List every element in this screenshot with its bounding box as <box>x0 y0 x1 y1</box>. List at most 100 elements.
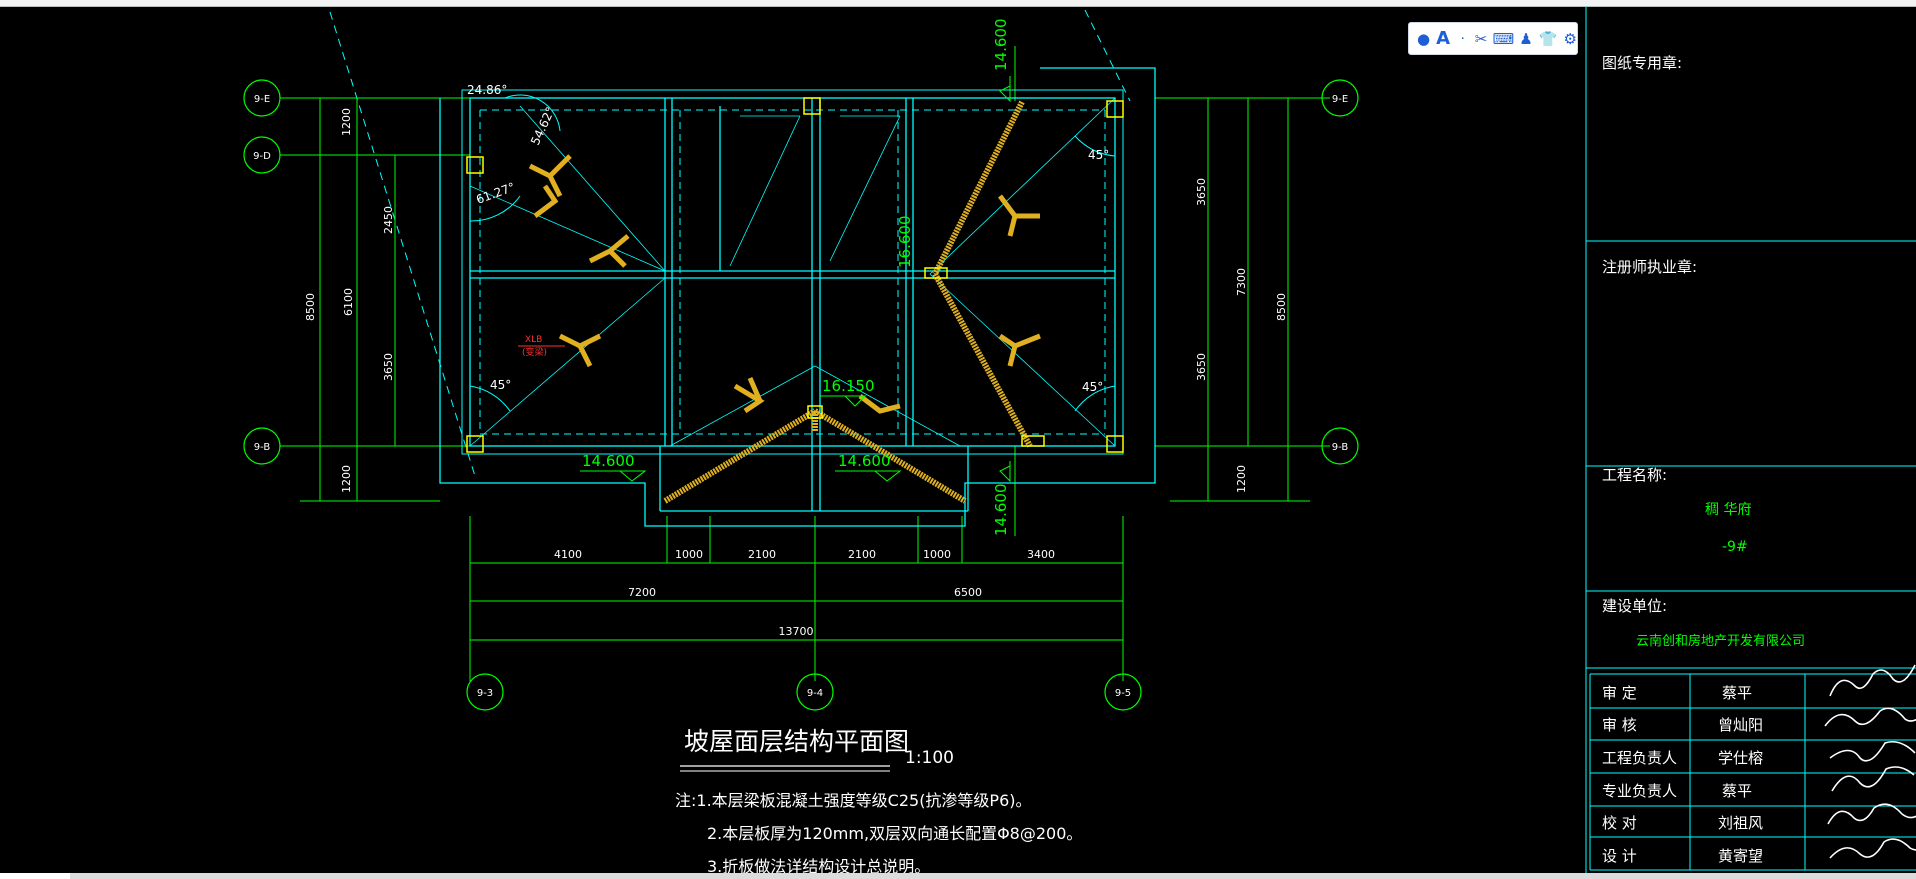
drawing-title-block: 坡屋面层结构平面图 1:100 注:1.本层梁板混凝土强度等级C25(抗渗等级P… <box>675 727 1082 873</box>
project-name-value: 稠 华府 <box>1705 502 1751 518</box>
signoff-name: 学仕榕 <box>1718 749 1763 767</box>
dim-bottom-total: 13700 <box>779 625 814 638</box>
client-value: 云南创和房地产开发有限公司 <box>1636 633 1805 649</box>
grid-label: 9-E <box>1332 94 1348 105</box>
floating-toolbar[interactable]: ● A ᐧ ✂ ⌨ ♟ 👕 ⚙ <box>1408 22 1578 55</box>
status-strip-tab <box>0 873 70 879</box>
settings-icon[interactable]: ⚙ <box>1563 29 1577 48</box>
signoff-role: 校 对 <box>1602 814 1637 832</box>
cad-drawing-canvas[interactable]: 24.86° 54.62° 61.27° 45° 45° 45° 14.600 … <box>0 6 1916 873</box>
dim-left: 3650 <box>382 353 395 381</box>
angle-label: 61.27° <box>474 180 517 207</box>
angle-arcs <box>469 94 1116 412</box>
note-line: 2.本层板厚为120mm,双层双向通长配置Φ8@200。 <box>707 824 1082 843</box>
elevation-mid-right: 14.600 <box>838 452 891 470</box>
slope-lines <box>469 97 1116 447</box>
elevation-ridge: 16.150 <box>822 377 875 395</box>
signoff-role: 审 核 <box>1602 716 1637 734</box>
dim-bottom: 2100 <box>748 548 776 561</box>
grid-lines <box>280 46 1330 681</box>
window-top-strip <box>0 0 1916 7</box>
signoff-role: 审 定 <box>1602 684 1637 702</box>
elevation-markers <box>580 76 1011 483</box>
columns <box>466 97 1124 453</box>
dim-left: 2450 <box>382 206 395 234</box>
elevation-top: 14.600 <box>992 19 1010 72</box>
signoff-name: 黄寄望 <box>1718 847 1763 865</box>
dim-left: 1200 <box>340 465 353 493</box>
elevation-labels: 14.600 14.600 16.150 14.600 14.600 16.60… <box>582 19 1010 537</box>
note-line: 3.折板做法详结构设计总说明。 <box>707 857 930 873</box>
dim-bottom: 6500 <box>954 586 982 599</box>
dim-right: 1200 <box>1235 465 1248 493</box>
angle-label: 24.86° <box>467 83 507 97</box>
signatures <box>1824 664 1916 859</box>
elevation-bottom-right: 14.600 <box>992 484 1010 537</box>
signoff-name: 蔡平 <box>1722 684 1752 702</box>
angle-label: 45° <box>1088 148 1109 162</box>
grid-label: 9-5 <box>1115 688 1131 699</box>
title-block: 图纸专用章: 注册师执业章: 工程名称: 稠 华府 -9# 建设单位: 云南创和… <box>1602 54 1805 649</box>
project-name-label: 工程名称: <box>1602 466 1667 484</box>
client-label: 建设单位: <box>1602 597 1667 615</box>
bottom-dimensions: 4100 1000 2100 2100 1000 3400 7200 6500 … <box>554 548 1055 638</box>
project-sub-value: -9# <box>1722 539 1748 555</box>
dim-bottom: 3400 <box>1027 548 1055 561</box>
link-icon[interactable]: ᐧ <box>1460 29 1465 48</box>
note-line: 注:1.本层梁板混凝土强度等级C25(抗渗等级P6)。 <box>675 791 1032 810</box>
signoff-name: 蔡平 <box>1722 782 1752 800</box>
signoff-role: 工程负责人 <box>1602 749 1677 767</box>
drawing-title: 坡屋面层结构平面图 <box>684 727 909 756</box>
grid-label: 9-D <box>253 151 271 162</box>
dim-bottom: 7200 <box>628 586 656 599</box>
status-strip <box>0 873 1916 879</box>
dim-right: 8500 <box>1275 293 1288 321</box>
shirt-icon[interactable]: 👕 <box>1538 29 1558 48</box>
dim-bottom: 2100 <box>848 548 876 561</box>
hip-beams <box>663 100 1033 504</box>
text-icon[interactable]: A <box>1436 28 1451 49</box>
dashed-beams <box>479 109 1106 435</box>
dim-left: 1200 <box>340 108 353 136</box>
beam-tag-line1: XLB <box>525 335 542 345</box>
rebar-marks <box>528 154 1041 414</box>
grid-label: 9-B <box>254 442 271 453</box>
signoff-role: 设 计 <box>1602 847 1637 865</box>
dim-bottom: 1000 <box>675 548 703 561</box>
elevation-vertical-mid: 16.600 <box>896 216 914 269</box>
signoff-name: 曾灿阳 <box>1718 716 1763 734</box>
grid-label: 9-E <box>254 94 270 105</box>
beam-tag: XLB (变梁) <box>518 335 565 358</box>
dim-right: 7300 <box>1235 268 1248 296</box>
angle-label: 54.62° <box>528 105 558 147</box>
grid-bubbles <box>243 79 1359 711</box>
signoff-table: 审 定 蔡平 审 核 曾灿阳 工程负责人 学仕榕 专业负责人 蔡平 校 对 刘祖… <box>1602 684 1763 865</box>
right-dimensions: 3650 3650 7300 8500 1200 <box>1195 178 1288 493</box>
engineer-seal-label: 注册师执业章: <box>1602 258 1697 276</box>
user-icon[interactable]: ● <box>1417 29 1431 48</box>
keyboard-icon[interactable]: ⌨ <box>1492 29 1515 48</box>
building-walls <box>439 67 1156 527</box>
beam-tag-line2: (变梁) <box>522 346 547 358</box>
drawing-scale: 1:100 <box>905 748 954 768</box>
dim-left: 8500 <box>304 293 317 321</box>
dim-right: 3650 <box>1195 353 1208 381</box>
signoff-name: 刘祖风 <box>1718 814 1763 832</box>
drawing-frame <box>1585 6 1916 873</box>
grid-label: 9-4 <box>807 688 823 699</box>
dim-bottom: 4100 <box>554 548 582 561</box>
angle-label: 45° <box>1082 380 1103 394</box>
dim-bottom: 1000 <box>923 548 951 561</box>
scissors-icon[interactable]: ✂ <box>1474 29 1488 48</box>
signoff-role: 专业负责人 <box>1602 782 1677 800</box>
dim-left: 6100 <box>342 288 355 316</box>
grid-label: 9-B <box>1332 442 1349 453</box>
dim-right: 3650 <box>1195 178 1208 206</box>
reference-lines <box>329 9 1131 477</box>
seal-label: 图纸专用章: <box>1602 54 1682 72</box>
angle-label: 45° <box>490 378 511 392</box>
elevation-mid-left: 14.600 <box>582 452 635 470</box>
signoff-table-lines <box>1589 673 1916 871</box>
left-dimensions: 1200 2450 3650 6100 8500 1200 <box>304 108 395 493</box>
person-icon[interactable]: ♟ <box>1519 29 1533 48</box>
